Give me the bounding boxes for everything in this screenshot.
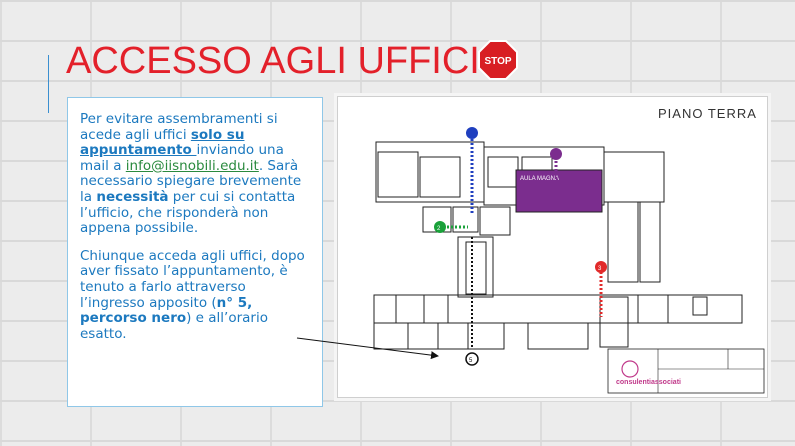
- title-accent-line: [48, 55, 49, 113]
- email-link[interactable]: info@iisnobili.edu.it: [125, 157, 259, 174]
- marker-label-5: 5: [469, 358, 473, 364]
- appointment-only-text: solo su appuntamento: [80, 126, 245, 159]
- p1-text-3: . Sarà necessario spiegare brevemente la: [80, 157, 302, 205]
- marker-label-2: 2: [437, 226, 441, 232]
- floor-plan: AULA MAGNA 2 3 5: [337, 96, 768, 398]
- instructions-paragraph-2: Chiunque acceda agli uffici, dopo aver f…: [80, 247, 312, 343]
- aula-magna-label: AULA MAGNA: [520, 176, 559, 182]
- marker-label-3: 3: [598, 266, 602, 272]
- marker-blue: [466, 127, 478, 139]
- instructions-paragraph-1: Per evitare assembramenti si acede agli …: [80, 111, 312, 237]
- marker-red: [595, 261, 607, 273]
- marker-black-5: [465, 352, 479, 366]
- stop-sign-label: STOP: [484, 56, 511, 67]
- p1-text-1: Per evitare assembramenti si acede agli …: [80, 111, 278, 143]
- page-title: ACCESSO AGLI UFFICI: [66, 40, 480, 82]
- stop-sign-icon: STOP: [478, 40, 518, 80]
- consultant-logo-icon: [621, 360, 639, 378]
- plan-title: PIANO TERRA: [658, 106, 757, 121]
- marker-purple: [550, 148, 562, 160]
- black-route-text: n° 5, percorso nero: [80, 294, 253, 327]
- p1-text-4: per cui si contatta l’ufficio, che rispo…: [80, 188, 296, 237]
- necessity-text: necessità: [96, 188, 169, 205]
- p1-text-2: inviando una mail a: [80, 142, 284, 174]
- marker-green: [434, 221, 446, 233]
- consultant-logo-text: consulentiassociati: [616, 379, 681, 386]
- instructions-box: Per evitare assembramenti si acede agli …: [67, 97, 323, 407]
- aula-magna: [515, 169, 603, 213]
- p2-text-1: Chiunque acceda agli uffici, dopo aver f…: [80, 247, 305, 311]
- p2-text-2: ) e all’orario esatto.: [80, 310, 268, 342]
- floor-plan-drawing: AULA MAGNA 2 3 5: [373, 127, 765, 394]
